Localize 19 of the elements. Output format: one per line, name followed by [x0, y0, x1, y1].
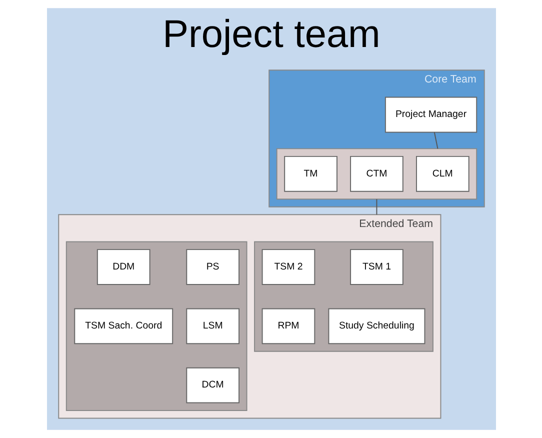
node-box: LSM	[186, 308, 239, 344]
node-box: DCM	[186, 367, 239, 404]
connector	[376, 198, 377, 216]
node-box: PS	[186, 249, 239, 285]
cluster	[254, 241, 433, 352]
node-box: RPM	[261, 308, 315, 344]
node-box: TSM 1	[350, 249, 403, 285]
node-box: TSM Sach. Coord	[74, 308, 173, 344]
cluster	[65, 241, 247, 412]
cluster	[276, 148, 477, 200]
node-box: Study Scheduling	[328, 308, 425, 344]
node-box: CLM	[416, 156, 469, 192]
node-box: CTM	[350, 156, 403, 192]
connector	[433, 132, 438, 150]
node-box: Project Manager	[384, 96, 477, 133]
node-box: TSM 2	[261, 249, 315, 285]
diagram-title: Project team	[162, 12, 380, 56]
node-box: TM	[284, 156, 337, 192]
node-box: DDM	[96, 249, 150, 285]
